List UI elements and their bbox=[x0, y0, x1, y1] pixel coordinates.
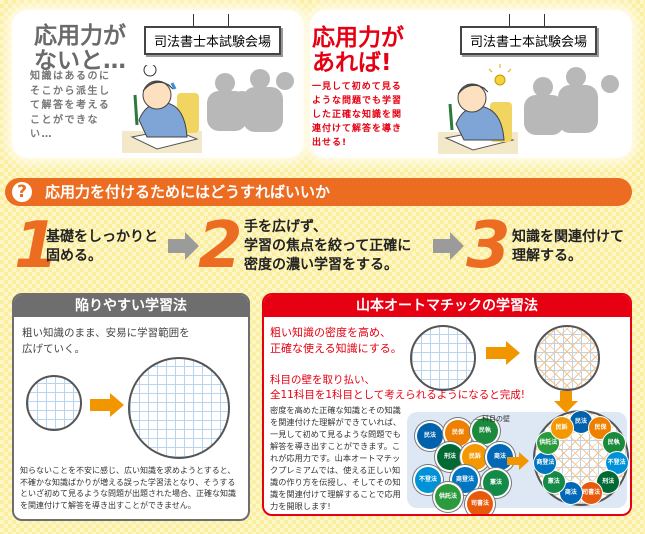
step-2-number: 2 bbox=[198, 209, 243, 283]
bad-method-box: 陥りやすい学習法 粗い知識のまま、安易に学習範囲を広げていく。 知らないことを不… bbox=[12, 293, 250, 521]
step-arrow-2 bbox=[433, 239, 451, 253]
lead-line: 広げていく。 bbox=[22, 343, 85, 355]
step-line: 手を広げず、 bbox=[244, 219, 328, 235]
without-ability-panel: 応用力がないと… 知識はあるのにそこから派生して解答を考えることができない… 司… bbox=[12, 10, 304, 158]
question-icon: ? bbox=[9, 179, 35, 205]
text-line: い… bbox=[30, 129, 53, 140]
text-line: 一見して初めて見る bbox=[312, 82, 402, 92]
arrow-right-icon bbox=[486, 341, 520, 365]
subject-circle: 民法 bbox=[570, 411, 592, 433]
subject-circle: 供託法 bbox=[537, 432, 560, 455]
subject-circle: 不登法 bbox=[605, 452, 628, 475]
subjects-diagram: 民法民保民執刑法民訴商法不登法商登法憲法供託法司書法 ―科目の壁 民法民保民執不… bbox=[407, 410, 629, 514]
step-3-number: 3 bbox=[466, 209, 511, 283]
with-ability-text: 一見して初めて見るような問題でも学習した正確な知識を関連付けて解答を導き出せる! bbox=[312, 80, 402, 150]
subject-circle: 民保 bbox=[589, 416, 612, 439]
step-arrow-icon bbox=[185, 232, 199, 260]
confident-student-illustration bbox=[438, 64, 619, 154]
lead-line: 科目の壁を取り払い、 bbox=[270, 374, 375, 386]
subject-circle: 商登法 bbox=[452, 467, 478, 493]
subject-circle: 憲法 bbox=[542, 470, 565, 493]
subject-circle: 民執 bbox=[602, 432, 625, 455]
title-line: 応用力が bbox=[34, 23, 126, 49]
small-knowledge-circle bbox=[26, 375, 82, 431]
title-line: あれば! bbox=[312, 50, 392, 76]
arrow-down-icon bbox=[554, 391, 578, 413]
good-method-lead-1: 粗い知識の密度を高め、正確な使える知識にする。 bbox=[270, 325, 402, 357]
text-line: 知識はあるのに bbox=[30, 71, 111, 82]
text-line: 連付けて解答を導き bbox=[312, 124, 403, 134]
bad-method-body: 知らないことを不安に感じ、広い知識を求めようとすると、不確かな知識ばかりが増える… bbox=[20, 466, 236, 510]
text-line: ような問題でも学習 bbox=[312, 96, 403, 106]
subject-circle: 民保 bbox=[445, 420, 471, 446]
subject-circle: 民法 bbox=[417, 423, 443, 449]
question-bar-label: 応用力を付けるためにはどうすればいいか bbox=[45, 183, 331, 201]
lead-line: 粗い知識のまま、安易に学習範囲を bbox=[22, 327, 190, 339]
with-ability-panel: 応用力があれば! 一見して初めて見るような問題でも学習した正確な知識を関連付けて… bbox=[310, 10, 632, 158]
exam-hall-sign: 司法書士本試験会場 bbox=[460, 14, 598, 55]
wall-label-text: 科目の壁 bbox=[482, 415, 510, 423]
step-1-number: 1 bbox=[14, 209, 59, 283]
with-ability-title: 応用力があれば! bbox=[312, 26, 404, 76]
subject-circle: 不登法 bbox=[415, 467, 441, 493]
coarse-knowledge-circle bbox=[410, 325, 476, 391]
text-line: そこから派生し bbox=[30, 85, 111, 97]
bad-method-title: 陥りやすい学習法 bbox=[14, 295, 248, 317]
subject-circle: 刑法 bbox=[437, 444, 463, 470]
subject-circle: 民執 bbox=[472, 418, 498, 444]
step-line: 知識を関連付けて bbox=[512, 229, 624, 245]
step-line: 学習の焦点を絞って正確に bbox=[244, 238, 412, 254]
subject-circle: 刑法 bbox=[597, 470, 620, 493]
title-line: 応用力が bbox=[312, 25, 404, 51]
subject-circle: 商登法 bbox=[534, 452, 557, 475]
exam-hall-sign: 司法書士本試験会場 bbox=[144, 14, 282, 55]
step-1-text: 基礎をしっかりと固める。 bbox=[46, 228, 158, 266]
step-3-text: 知識を関連付けて理解する。 bbox=[512, 228, 624, 266]
wall-label: ―科目の壁 bbox=[475, 415, 510, 423]
step-2-text: 手を広げず、学習の焦点を絞って正確に密度の濃い学習をする。 bbox=[244, 218, 411, 275]
worried-student-illustration bbox=[122, 65, 294, 153]
arrow-right-icon bbox=[507, 452, 529, 470]
text-line: て解答を考える bbox=[30, 100, 111, 111]
subject-circle: 司書法 bbox=[467, 491, 493, 514]
dense-knowledge-circle bbox=[534, 325, 600, 391]
lead-line: 全11科目を1科目として考えられるようになると完成! bbox=[270, 389, 525, 401]
lead-line: 粗い知識の密度を高め、 bbox=[270, 326, 391, 339]
step-arrow-icon bbox=[450, 232, 464, 260]
without-ability-title: 応用力がないと… bbox=[34, 24, 126, 74]
good-method-lead-2: 科目の壁を取り払い、全11科目を1科目として考えられるようになると完成! bbox=[270, 373, 525, 403]
good-method-body: 密度を高めた正確な知識とその知識を関連付けた理解ができていれば、一見して初めて見… bbox=[270, 405, 402, 511]
subject-circle: 民訴 bbox=[550, 416, 573, 439]
good-method-box: 山本オートマチックの学習法 粗い知識の密度を高め、正確な使える知識にする。 科目… bbox=[262, 293, 632, 516]
step-line: 基礎をしっかりと bbox=[46, 229, 158, 245]
question-bar: ? 応用力を付けるためにはどうすればいいか bbox=[5, 178, 632, 206]
subject-circle: 商法 bbox=[559, 481, 582, 504]
bad-method-lead: 粗い知識のまま、安易に学習範囲を広げていく。 bbox=[22, 325, 190, 357]
arrow-right-icon bbox=[90, 393, 124, 417]
text-line: した正確な知識を関 bbox=[312, 110, 403, 120]
step-arrow-1 bbox=[168, 239, 186, 253]
step-line: 固める。 bbox=[46, 248, 102, 264]
text-line: ことができな bbox=[30, 114, 99, 126]
text-line: 出せる! bbox=[312, 138, 348, 148]
large-knowledge-circle bbox=[128, 357, 230, 459]
step-line: 理解する。 bbox=[512, 248, 582, 264]
subject-circle: 憲法 bbox=[483, 470, 509, 496]
good-method-title: 山本オートマチックの学習法 bbox=[264, 295, 630, 317]
subject-circle: 供託法 bbox=[435, 484, 461, 510]
title-line: ないと… bbox=[34, 48, 126, 74]
subject-circle: 司書法 bbox=[580, 481, 603, 504]
subject-circle: 民訴 bbox=[462, 444, 488, 470]
without-ability-text: 知識はあるのにそこから派生して解答を考えることができない… bbox=[30, 70, 111, 143]
step-line: 密度の濃い学習をする。 bbox=[244, 257, 398, 273]
lead-line: 正確な使える知識にする。 bbox=[270, 342, 402, 355]
